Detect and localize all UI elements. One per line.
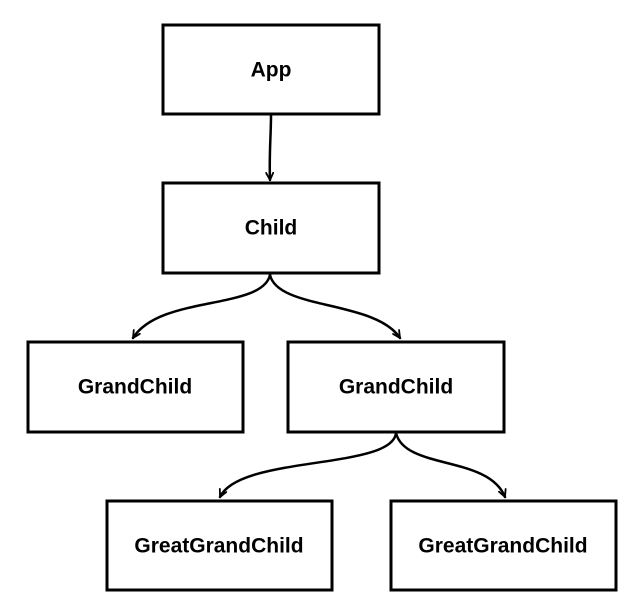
node-grandchild-left: GrandChild [26, 340, 245, 434]
edge-child-to-grandchild-right [268, 273, 402, 340]
node-greatgrandchild-left-box [105, 499, 334, 592]
node-greatgrandchild-left: GreatGrandChild [105, 499, 334, 592]
edge-grandchild-to-greatgrandchild-left [218, 431, 398, 499]
node-grandchild-right-label: GrandChild [339, 376, 453, 399]
edge-child-to-grandchild-left [131, 273, 272, 340]
edges [131, 113, 507, 499]
node-grandchild-left-label: GrandChild [78, 376, 192, 399]
node-greatgrandchild-left-label: GreatGrandChild [134, 535, 303, 558]
node-app-label: App [251, 59, 292, 82]
node-app-box [161, 23, 381, 116]
node-greatgrandchild-right-label: GreatGrandChild [418, 535, 587, 558]
node-grandchild-right: GrandChild [286, 340, 506, 434]
edge-grandchild-to-greatgrandchild-right [394, 431, 507, 499]
node-grandchild-left-box [26, 340, 245, 434]
node-child-box [161, 181, 381, 275]
node-grandchild-right-box [286, 340, 506, 434]
node-greatgrandchild-right-box [389, 499, 618, 592]
node-greatgrandchild-right: GreatGrandChild [389, 499, 618, 592]
node-app: App [161, 23, 381, 116]
node-child: Child [161, 181, 381, 275]
node-child-label: Child [245, 217, 298, 240]
edge-app-to-child [265, 113, 275, 182]
